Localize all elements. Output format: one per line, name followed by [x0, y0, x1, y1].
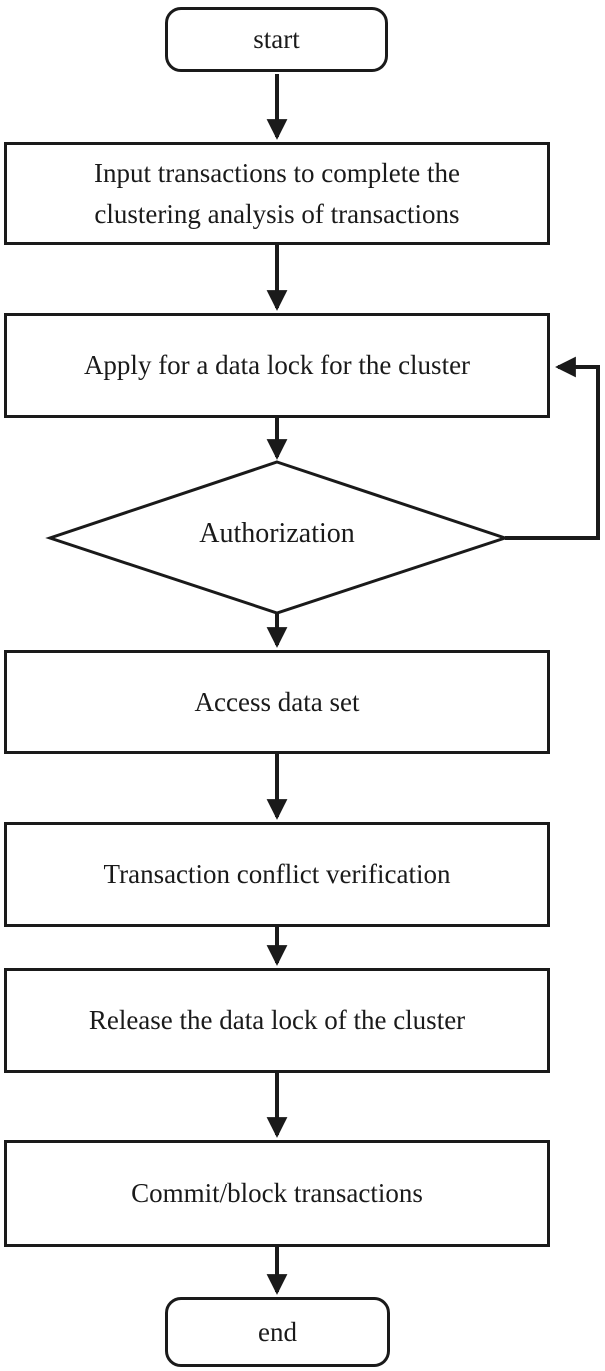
node-access-data-set: Access data set [4, 650, 550, 754]
node-apply-data-lock-label: Apply for a data lock for the cluster [83, 350, 471, 381]
node-end-label: end [258, 1316, 297, 1347]
node-end: end [165, 1297, 390, 1367]
node-start: start [165, 7, 388, 72]
node-start-label: start [253, 24, 300, 55]
node-release-data-lock: Release the data lock of the cluster [4, 968, 550, 1073]
edge-authorization-apply-loop [505, 356, 600, 540]
decision-diamond [45, 460, 510, 615]
node-commit-block-label: Commit/block transactions [131, 1178, 423, 1209]
node-apply-data-lock: Apply for a data lock for the cluster [4, 313, 550, 418]
node-commit-block: Commit/block transactions [4, 1140, 550, 1247]
node-conflict-verification: Transaction conflict verification [4, 822, 550, 927]
node-release-data-lock-label: Release the data lock of the cluster [88, 1005, 466, 1036]
node-input-transactions: Input transactions to complete the clust… [4, 142, 550, 245]
node-input-transactions-label: Input transactions to complete the clust… [94, 158, 460, 229]
node-conflict-verification-label: Transaction conflict verification [103, 859, 451, 890]
node-access-data-set-label: Access data set [194, 686, 360, 717]
